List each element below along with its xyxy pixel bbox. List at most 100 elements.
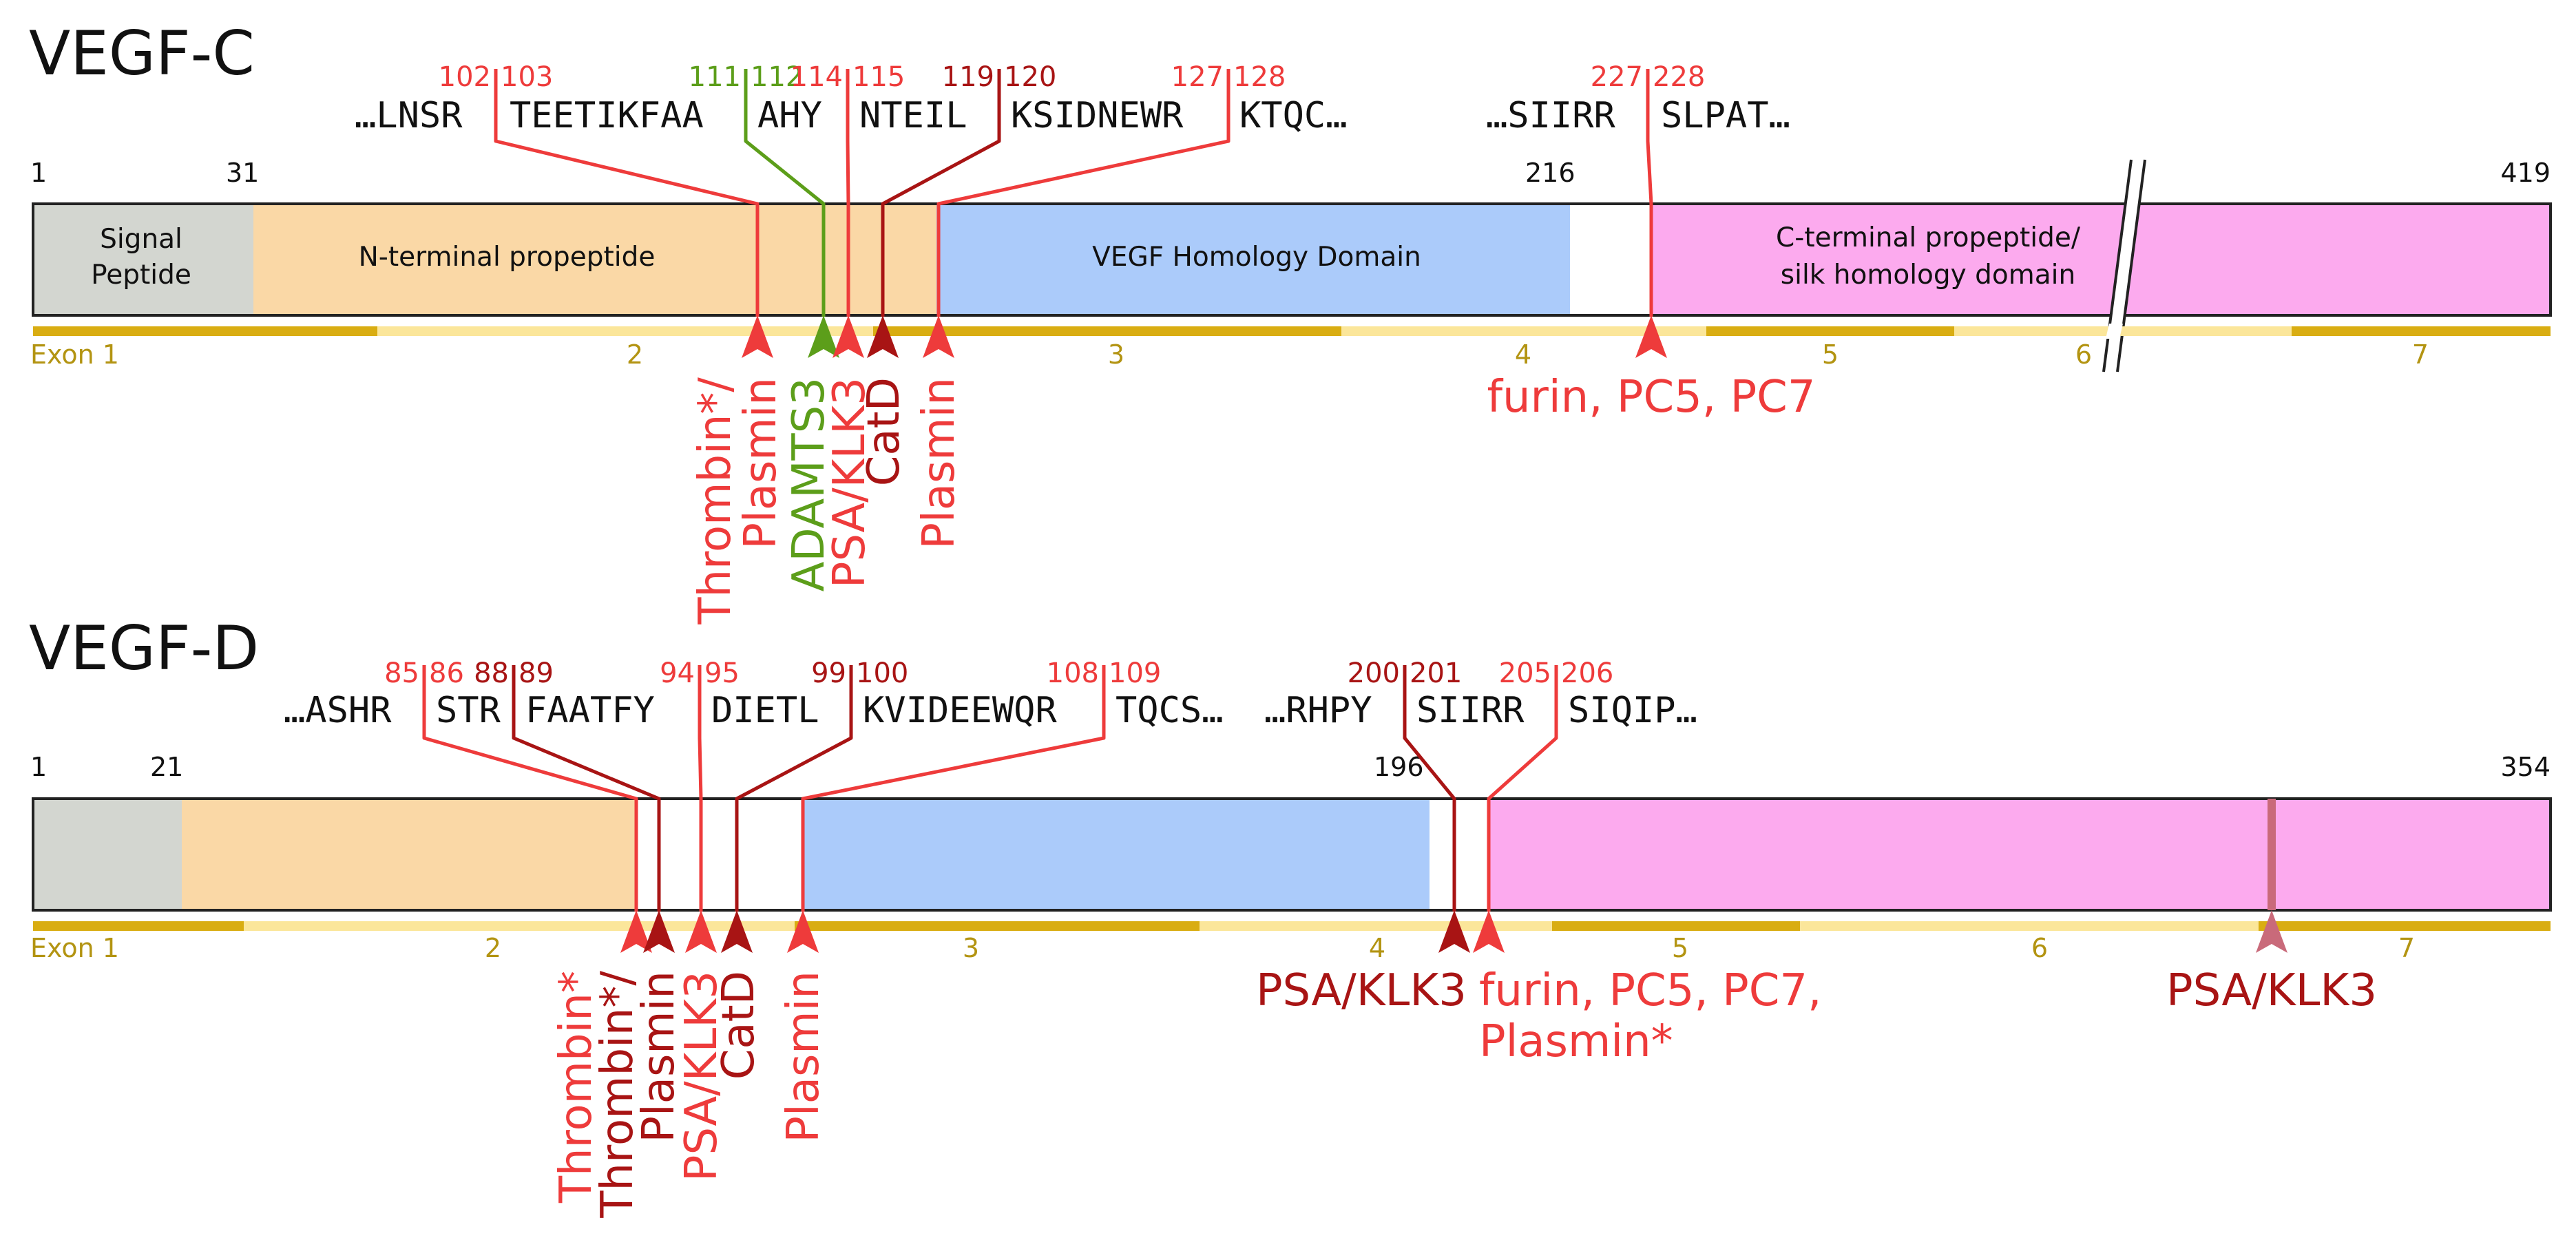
vegf-c-title: VEGF-C [29,18,255,89]
cleavage-number: 85 [384,658,419,689]
enzyme-label: Thrombin* [551,971,602,1204]
cleavage-number: 228 [1653,61,1705,93]
cleavage-arrowhead [1473,910,1505,953]
psa-klk3-site-marker [2268,799,2276,910]
position-label: 354 [2500,752,2551,782]
enzyme-label: PSA/KLK3 [1256,965,1467,1016]
cleavage-line [422,665,638,912]
cleavage-number: 103 [501,61,553,93]
vegf-d-seq-seg: TQCS… [1116,690,1224,731]
enzyme-label: Plasmin* [1479,1016,1673,1067]
position-label: 1 [30,752,47,782]
vegf-c-seq-seg: …LNSR [355,95,463,136]
vegf-c-seq-seg: TEETIKFAA [510,95,704,136]
c-terminal-propeptide-label: silk homology domain [1781,260,2075,291]
vegf-c-seq-seg: SLPAT… [1661,95,1790,136]
cleavage-number: 128 [1233,61,1286,93]
cleavage-number: 95 [704,658,740,689]
position-label: 196 [1374,752,1424,782]
vegf-d-exon-bar: Exon 1 2 3 4 5 6 7 [30,921,2551,963]
cleavage-line [735,665,853,912]
vegf-c-panel: VEGF-C …LNSR TEETIKFAA AHY NTEIL KSIDNEW… [29,18,2552,625]
exon-label: 4 [1515,339,1531,370]
vegf-d-title: VEGF-D [29,613,259,684]
vegf-d-cleavage-numbers: 85 86 88 89 94 95 99 100 108 109 200 201… [384,658,1613,689]
c-terminal-propeptide-domain [1489,799,2551,910]
exon-label: 6 [2075,339,2092,370]
cleavage-number: 89 [519,658,554,689]
vegf-d-enzyme-labels: Thrombin* Thrombin*/ Plasmin PSA/KLK3 Ca… [551,965,2377,1219]
cleavage-number: 227 [1591,61,1643,93]
vegf-c-seq-seg: NTEIL [859,95,967,136]
vegf-d-panel: VEGF-D …ASHR STR FAATFY DIETL KVIDEEWQR … [29,613,2552,1219]
position-label: 419 [2500,158,2551,188]
enzyme-label: furin, PC5, PC7 [1487,372,1815,423]
enzyme-label: Plasmin [633,971,684,1143]
vegf-c-sequence: …LNSR TEETIKFAA AHY NTEIL KSIDNEWR KTQC…… [355,95,1790,136]
n-terminal-propeptide-label: N-terminal propeptide [359,242,656,273]
cleavage-arrowhead [787,910,819,953]
enzyme-label: PSA/KLK3 [824,377,875,588]
enzyme-label: CatD [713,971,764,1080]
vegf-c-cleavage-lines [494,69,1653,317]
cleavage-number: 108 [1047,658,1099,689]
cleavage-number: 112 [751,61,803,93]
enzyme-label: ADAMTS3 [784,377,835,591]
vegf-c-seq-seg: …SIIRR [1486,95,1616,136]
vegf-d-seq-seg: STR [436,690,501,731]
exon-label: 7 [2398,933,2415,963]
vegf-c-bar-outline [32,202,2552,317]
vegf-d-seq-seg: SIQIP… [1568,690,1697,731]
cleavage-line [936,69,1231,317]
cleavage-number: 102 [439,61,491,93]
vegf-d-seq-seg: …RHPY [1264,690,1372,731]
cleavage-number: 99 [811,658,846,689]
vegf-c-exon-bar: Exon 1 2 3 4 5 6 7 [30,324,2551,370]
cleavage-line [744,69,826,317]
vegf-d-sequence: …ASHR STR FAATFY DIETL KVIDEEWQR TQCS… …… [284,690,1697,731]
exon-label: 2 [627,339,643,370]
cleavage-line [1646,69,1653,317]
exon-label: 7 [2412,339,2429,370]
vegf-c-seq-seg: KSIDNEWR [1011,95,1184,136]
vegf-d-seq-seg: KVIDEEWQR [863,690,1057,731]
cleavage-number: 119 [942,61,994,93]
vegf-d-domain-bar [32,797,2552,912]
cleavage-line [698,665,703,912]
vegf-d-seq-seg: FAATFY [525,690,655,731]
cleavage-arrowhead [742,315,773,358]
vegf-c-arrowheads [742,315,1667,358]
exon-label: 3 [963,933,979,963]
vegf-c-cleavage-numbers: 102 103 111 112 114 115 119 120 127 128 … [439,61,1706,93]
cleavage-number: 88 [474,658,509,689]
exon-label: Exon 1 [30,339,119,370]
cleavage-number: 94 [660,658,695,689]
cleavage-arrowhead [833,315,864,358]
cleavage-number: 100 [856,658,908,689]
exon-label: 5 [1822,339,1839,370]
cleavage-number: 205 [1499,658,1551,689]
enzyme-label: PSA/KLK3 [676,971,727,1181]
position-label: 1 [30,158,47,188]
cleavage-line [1487,665,1558,912]
cleavage-arrowhead [620,910,652,953]
vegf-d-seq-seg: DIETL [711,690,819,731]
cleavage-arrowhead [923,315,954,358]
enzyme-label: Thrombin*/ [690,377,741,625]
enzyme-label: Thrombin*/ [592,971,643,1219]
cleavage-line [881,69,1001,317]
n-terminal-propeptide-domain [182,799,636,910]
cleavage-line [512,665,661,912]
signal-peptide-domain [33,204,253,315]
exon-label: 3 [1108,339,1124,370]
vegf-d-seq-seg: SIIRR [1416,690,1525,731]
cleavage-arrowhead [1438,910,1470,953]
c-terminal-propeptide-label: C-terminal propeptide/ [1776,222,2081,253]
enzyme-label: CatD [859,377,910,486]
cleavage-number: 111 [689,61,741,93]
vegf-d-cleavage-lines [422,665,1558,912]
exon-label: 2 [485,933,501,963]
cleavage-number: 114 [790,61,843,93]
vegf-homology-domain [803,799,1430,910]
